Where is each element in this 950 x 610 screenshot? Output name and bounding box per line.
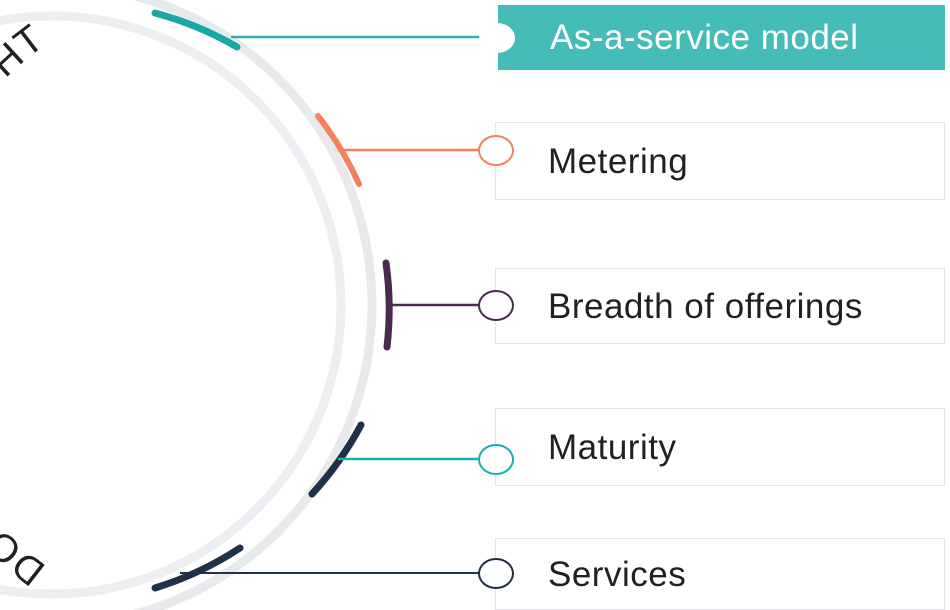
- item-box-maturity[interactable]: Maturity: [495, 408, 945, 486]
- item-box-breadth-of-offerings[interactable]: Breadth of offerings: [495, 268, 945, 344]
- inner-ring: [0, 11, 346, 599]
- arc-segment-maturity: [308, 421, 365, 498]
- node-circle-maturity[interactable]: [478, 444, 514, 475]
- item-label-maturity: Maturity: [548, 427, 677, 467]
- node-circle-services[interactable]: [478, 558, 514, 589]
- item-label-metering: Metering: [548, 141, 689, 181]
- node-circle-breadth-of-offerings[interactable]: [478, 290, 514, 321]
- curved-title: DOING "AS-A-SERVICE" RIGHT: [0, 16, 53, 593]
- arc-segment-services: [151, 544, 244, 592]
- item-box-services[interactable]: Services: [495, 538, 945, 610]
- outer-ring: [132, 0, 377, 610]
- item-label-services: Services: [548, 554, 687, 594]
- arc-segment-as-a-service: [151, 9, 241, 51]
- item-box-as-a-service-model[interactable]: As-a-service model: [498, 5, 945, 70]
- item-label-as-a-service-model: As-a-service model: [550, 18, 859, 57]
- item-label-breadth-of-offerings: Breadth of offerings: [548, 286, 863, 326]
- item-box-metering[interactable]: Metering: [495, 122, 945, 200]
- node-circle-metering[interactable]: [478, 135, 514, 166]
- node-circle-as-a-service-model[interactable]: [479, 23, 515, 53]
